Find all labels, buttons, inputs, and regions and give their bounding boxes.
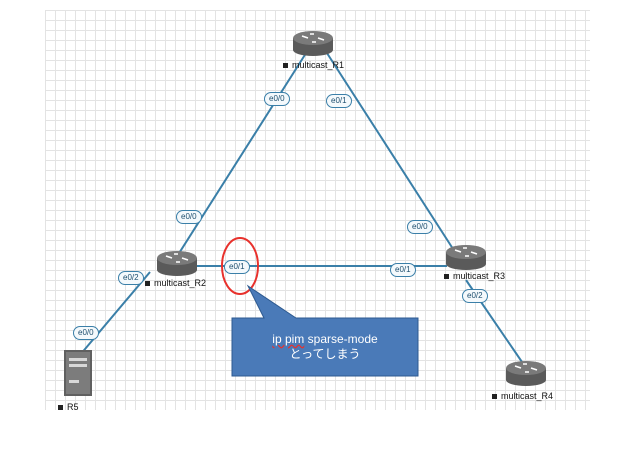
router-r1-name: multicast_R1 <box>292 60 345 70</box>
callout-command: ip pim <box>272 332 305 346</box>
server-r5-icon[interactable] <box>64 350 92 396</box>
topology-canvas <box>45 10 590 410</box>
iface-r5-e00[interactable]: e0/0 <box>73 326 99 340</box>
iface-r3-e01[interactable]: e0/1 <box>390 263 416 277</box>
iface-r2-e01[interactable]: e0/1 <box>224 260 250 274</box>
router-r4-icon[interactable] <box>506 361 546 386</box>
callout-line2: とってしまう <box>289 347 361 361</box>
link-r2-r5[interactable] <box>79 271 151 356</box>
router-r2-icon[interactable] <box>157 251 197 276</box>
status-square-icon <box>58 404 63 410</box>
router-r2-label: multicast_R2 <box>145 278 206 288</box>
router-r1-icon[interactable] <box>293 31 333 56</box>
iface-r2-e02[interactable]: e0/2 <box>118 271 144 285</box>
iface-r3-e00[interactable]: e0/0 <box>407 220 433 234</box>
callout-line1: ip pim sparse-mode <box>272 332 377 347</box>
router-r1-label: multicast_R1 <box>283 60 344 70</box>
router-r3-icon[interactable] <box>446 245 486 270</box>
status-square-icon <box>283 62 288 68</box>
link-r1-r2[interactable] <box>175 49 309 259</box>
router-r3-name: multicast_R3 <box>453 271 506 281</box>
iface-r1-e00[interactable]: e0/0 <box>264 92 290 106</box>
status-square-icon <box>492 393 497 399</box>
server-r5-name: R5 <box>67 402 79 412</box>
highlight-circle <box>221 237 259 295</box>
iface-r1-e01[interactable]: e0/1 <box>326 94 352 108</box>
status-square-icon <box>444 273 449 279</box>
iface-r3-e02[interactable]: e0/2 <box>462 289 488 303</box>
link-r1-r3[interactable] <box>324 49 456 253</box>
callout-box <box>231 284 419 377</box>
router-r4-name: multicast_R4 <box>501 391 554 401</box>
router-r3-label: multicast_R3 <box>444 271 505 281</box>
router-r4-label: multicast_R4 <box>492 391 553 401</box>
iface-r2-e00[interactable]: e0/0 <box>176 210 202 224</box>
callout-text: ip pim sparse-mode とってしまう <box>232 319 418 375</box>
callout-command-rest: sparse-mode <box>304 332 378 346</box>
status-square-icon <box>145 280 150 286</box>
router-r2-name: multicast_R2 <box>154 278 207 288</box>
server-r5-label: R5 <box>58 402 79 412</box>
